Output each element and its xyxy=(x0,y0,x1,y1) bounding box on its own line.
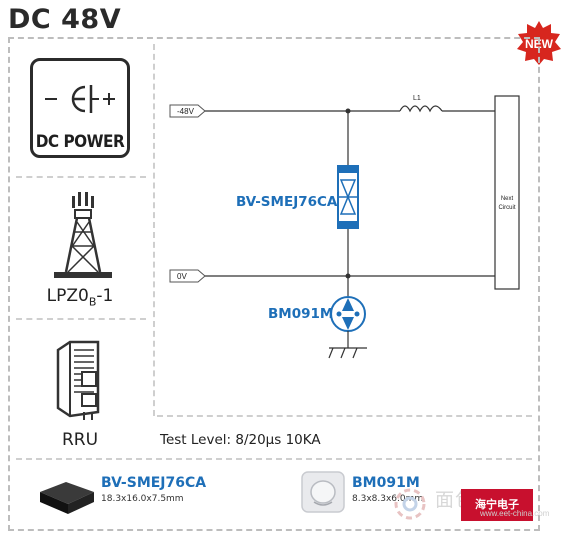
page-title: DC 48V xyxy=(8,4,122,35)
dc-power-icon: DC POWER xyxy=(30,58,130,158)
gdt-product-name: BM091M xyxy=(352,475,420,491)
outer-frame xyxy=(8,37,540,531)
dc-source-icon xyxy=(45,85,115,113)
ground-icon xyxy=(328,347,367,359)
rru-label: RRU xyxy=(61,430,99,450)
gdt-label: BM091M xyxy=(268,306,334,322)
gdt-component xyxy=(330,296,366,332)
gdt-product-dims: 8.3x8.3x6.0mm xyxy=(352,494,424,504)
watermark-logo-icon xyxy=(394,488,426,520)
input-tag-neg48v xyxy=(169,104,206,118)
input-tag-0v xyxy=(169,269,206,283)
inductor-l1 xyxy=(399,105,443,113)
next-circuit-label-2: Circuit xyxy=(498,205,515,211)
watermark-url: www.eet-china.com xyxy=(480,509,550,518)
tvs-component xyxy=(337,165,359,229)
input-label-0v: 0V xyxy=(177,272,187,281)
divider-2 xyxy=(16,318,146,320)
next-circuit-label-1: Next xyxy=(501,196,514,202)
tower-icon xyxy=(54,192,112,278)
tvs-label: BV-SMEJ76CA xyxy=(236,194,338,210)
test-level-divider xyxy=(157,415,532,417)
tvs-product-dims: 18.3x16.0x7.5mm xyxy=(101,494,184,504)
next-circuit-box xyxy=(494,95,520,290)
watermark-brand-logo: 海宁电子 xyxy=(461,489,533,521)
tvs-product-name: BV-SMEJ76CA xyxy=(101,475,207,491)
test-level: Test Level: 8/20μs 10KA xyxy=(160,432,321,448)
gdt-product-image xyxy=(301,471,345,513)
tvs-product-image xyxy=(40,482,94,514)
input-label-neg48v: -48V xyxy=(177,107,195,116)
circuit-diagram: -48V 0V L1 Next Circuit xyxy=(169,95,520,359)
lpz-label: LPZ0B-1 xyxy=(46,286,114,309)
rru-icon xyxy=(56,340,100,420)
divider-1 xyxy=(16,176,146,178)
dc-power-label: DC POWER xyxy=(35,132,125,152)
inductor-label: L1 xyxy=(413,95,421,102)
bottom-divider xyxy=(16,458,532,460)
left-column-divider xyxy=(153,44,155,416)
